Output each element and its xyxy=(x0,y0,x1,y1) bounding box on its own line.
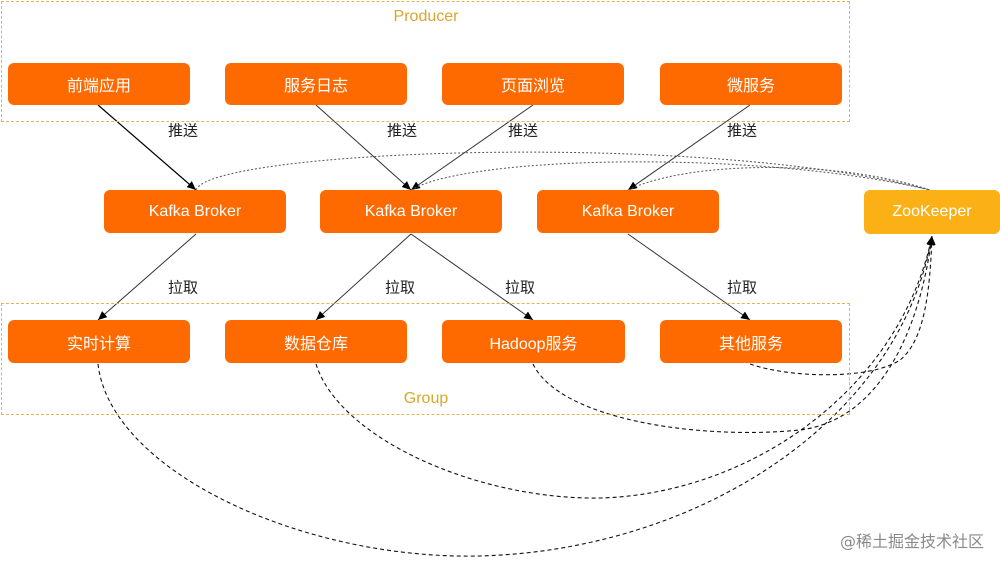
producer-node-service-log[interactable]: 服务日志 xyxy=(225,63,407,105)
zk-link-warehouse xyxy=(315,235,935,499)
push-label-1: 推送 xyxy=(167,121,199,140)
watermark: @稀土掘金技术社区 xyxy=(839,532,984,551)
push-line-micro xyxy=(627,104,751,191)
producer-node-microservice[interactable]: 微服务 xyxy=(660,63,842,105)
push-line-frontend xyxy=(97,104,197,191)
consumer-group-label: Group xyxy=(403,390,449,407)
pull-label-3: 拉取 xyxy=(504,278,536,297)
pull-line-warehouse xyxy=(315,233,412,321)
zk-link-hadoop xyxy=(532,235,935,434)
consumer-node-hadoop[interactable]: Hadoop服务 xyxy=(442,320,625,363)
pull-label-1: 拉取 xyxy=(167,278,199,297)
pull-line-hadoop xyxy=(410,233,534,321)
consumer-node-warehouse[interactable]: 数据仓库 xyxy=(225,320,407,363)
broker-node-1[interactable]: Kafka Broker xyxy=(104,190,286,233)
zk-link-other xyxy=(749,235,936,376)
push-label-2: 推送 xyxy=(386,121,418,140)
zk-link-realtime xyxy=(97,235,935,557)
zookeeper-node[interactable]: ZooKeeper xyxy=(864,190,1000,234)
push-label-4: 推送 xyxy=(726,121,758,140)
zk-link-broker-3 xyxy=(627,167,931,191)
pull-line-realtime xyxy=(97,233,197,321)
pull-label-2: 拉取 xyxy=(384,278,416,297)
broker-node-2[interactable]: Kafka Broker xyxy=(320,190,502,233)
producer-group-label: Producer xyxy=(393,8,459,25)
producer-group-box xyxy=(1,1,850,122)
pull-label-4: 拉取 xyxy=(726,278,758,297)
consumer-group-box xyxy=(1,303,850,415)
producer-node-frontend[interactable]: 前端应用 xyxy=(8,63,190,105)
push-line-log xyxy=(315,104,412,191)
zk-link-broker-2 xyxy=(410,161,931,191)
pull-line-other xyxy=(627,233,751,321)
consumer-node-other[interactable]: 其他服务 xyxy=(660,320,842,363)
push-label-3: 推送 xyxy=(507,121,539,140)
consumer-node-realtime[interactable]: 实时计算 xyxy=(8,320,190,363)
broker-node-3[interactable]: Kafka Broker xyxy=(537,190,719,233)
push-line-page xyxy=(410,104,534,191)
producer-node-page-view[interactable]: 页面浏览 xyxy=(442,63,624,105)
zk-link-broker-1 xyxy=(195,151,931,191)
